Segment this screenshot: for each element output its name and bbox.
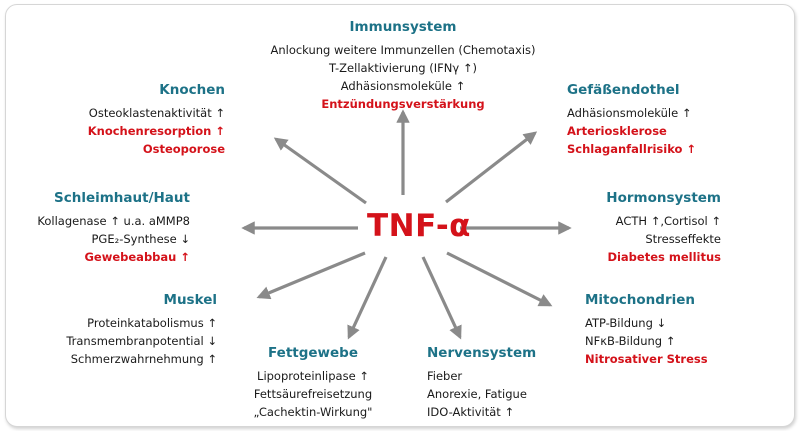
hormonsystem-title: Hormonsystem: [606, 190, 721, 206]
diagram-frame: [5, 4, 795, 427]
arrow-knochen: [273, 137, 367, 205]
mitochondrien-line: Nitrosativer Stress: [585, 352, 708, 366]
nervensystem-title: Nervensystem: [427, 345, 537, 361]
knochen-line: Osteoklastenaktivität ↑: [88, 106, 225, 120]
muskel-line: Transmembranpotential ↓: [66, 334, 217, 348]
knochen-line: Osteoporose: [142, 142, 225, 156]
mitochondrien-line: NFκB-Bildung ↑: [585, 334, 676, 348]
arrow-mitochondrien: [446, 251, 553, 307]
immunsystem-line: Adhäsionsmoleküle ↑: [340, 79, 466, 93]
arrow-nervensystem: [421, 256, 462, 340]
gefaessendothel-line: Schlaganfallrisiko ↑: [567, 142, 697, 156]
muskel-title: Muskel: [163, 292, 217, 308]
fettgewebe-line: Fettsäurefreisetzung: [253, 387, 373, 401]
mitochondrien-title: Mitochondrien: [585, 292, 696, 308]
gefaessendothel-title: Gefäßendothel: [567, 82, 680, 98]
knochen-title: Knochen: [159, 82, 225, 98]
nervensystem-line: IDO-Aktivität ↑: [427, 405, 515, 419]
arrow-gefaessendothel: [445, 131, 538, 204]
gefaessendothel-line: Adhäsionsmoleküle ↑: [567, 106, 692, 120]
gefaessendothel-line: Arteriosklerose: [567, 124, 667, 138]
immunsystem-line: T-Zellaktivierung (IFNγ ↑): [329, 61, 477, 75]
schleimhaut-title: Schleimhaut/Haut: [53, 190, 190, 206]
fettgewebe-line: „Cachektin-Wirkung": [253, 405, 373, 419]
center-label: TNF-α: [367, 208, 471, 244]
mitochondrien-line: ATP-Bildung ↓: [585, 316, 667, 330]
schleimhaut-line: Kollagenase ↑ u.a. aMMP8: [37, 214, 190, 228]
hormonsystem-line: ACTH ↑,Cortisol ↑: [615, 214, 721, 228]
knochen-line: Knochenresorption ↑: [87, 124, 225, 138]
fettgewebe-title: Fettgewebe: [267, 345, 358, 361]
hormonsystem-line: Diabetes mellitus: [607, 250, 721, 264]
schleimhaut-line: PGE₂-Synthese ↓: [91, 232, 191, 246]
arrow-muskel: [256, 251, 366, 300]
nervensystem-line: Anorexie, Fatigue: [427, 387, 527, 401]
muskel-line: Proteinkatabolismus ↑: [87, 316, 217, 330]
schleimhaut-line: Gewebeabbau ↑: [84, 250, 190, 264]
muskel-line: Schmerzwahrnehmung ↑: [70, 352, 217, 366]
nervensystem-line: Fieber: [427, 369, 463, 383]
hormonsystem-line: Stresseffekte: [645, 232, 721, 246]
immunsystem-line: Anlockung weitere Immunzellen (Chemotaxi…: [270, 43, 536, 57]
immunsystem-line: Entzündungsverstärkung: [321, 97, 485, 111]
fettgewebe-line: Lipoproteinlipase ↑: [257, 369, 369, 383]
immunsystem-title: Immunsystem: [349, 19, 457, 35]
arrow-fettgewebe: [347, 256, 388, 340]
